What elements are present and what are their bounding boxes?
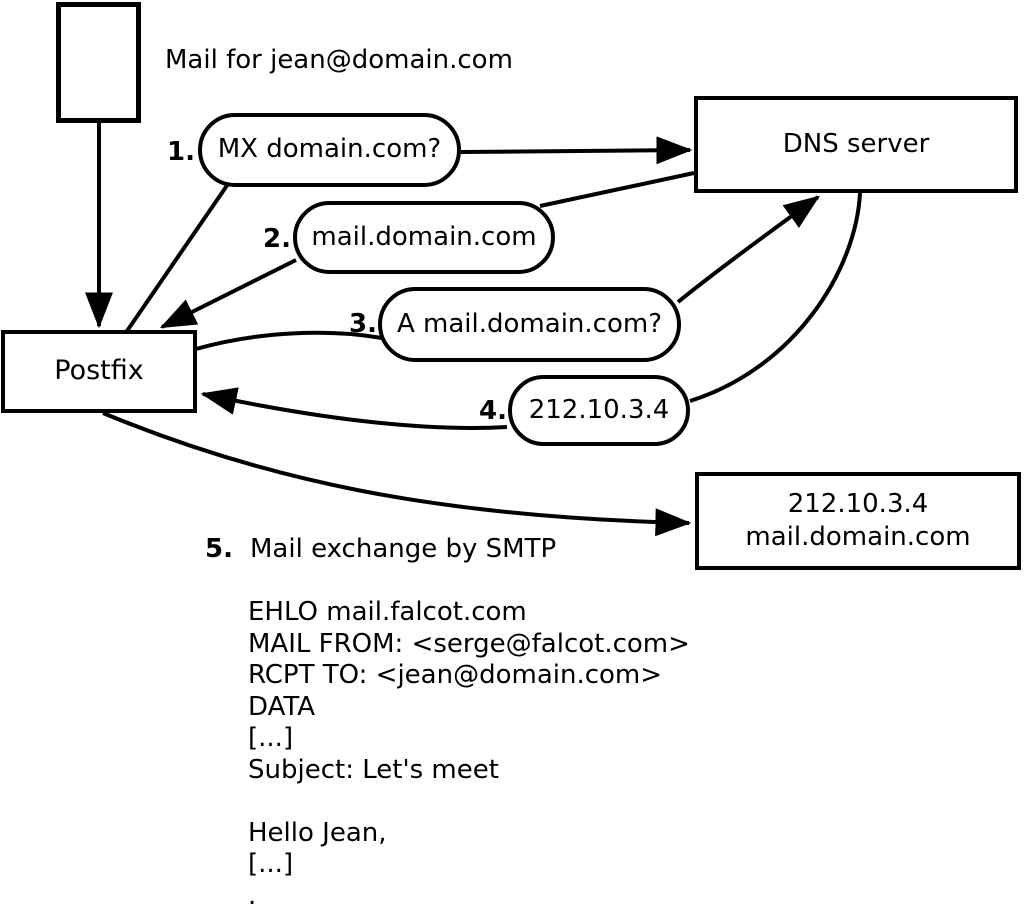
query-a-record-pill: A mail.domain.com? [378,287,681,362]
arrow-response2-to-postfix [159,258,297,329]
line-dns-to-response4 [689,192,862,403]
mail-server-ip: 212.10.3.4 [787,489,929,519]
arrow-postfix-to-mail-server [102,411,692,537]
query-mx-label: MX domain.com? [217,134,442,165]
mail-message-node [56,2,141,123]
line-dns-to-response2 [539,171,695,208]
mail-server-hostname: mail.domain.com [745,522,971,552]
query-a-record-label: A mail.domain.com? [397,308,662,339]
response-mx-pill: mail.domain.com [293,201,555,274]
dns-server-node: DNS server [694,96,1018,193]
arrow-query1-to-dns [460,136,693,165]
query-mx-pill: MX domain.com? [198,113,461,187]
step-3-number: 3. [349,309,377,339]
step-5-label: Mail exchange by SMTP [250,534,557,564]
smtp-line-subject: Subject: Let's meet [248,754,499,785]
mail-server-node: 212.10.3.4 mail.domain.com [695,472,1021,570]
smtp-line-ellipsis-1: [...] [248,723,294,753]
diagram-title: Mail for jean@domain.com [165,45,513,75]
smtp-session-transcript: EHLO mail.falcot.com MAIL FROM: <serge@f… [248,597,690,912]
step-5-number: 5. [205,534,233,564]
arrow-response4-to-postfix [200,387,508,430]
smtp-line-mail-from: MAIL FROM: <serge@falcot.com> [248,628,690,659]
postfix-node: Postfix [1,330,197,413]
response-ip-label: 212.10.3.4 [528,394,670,425]
smtp-line-ellipsis-2: [...] [248,849,294,879]
smtp-line-blank [248,786,690,818]
smtp-line-greeting: Hello Jean, [248,817,387,848]
dns-server-label: DNS server [782,128,930,159]
postfix-label: Postfix [54,355,144,387]
response-mx-label: mail.domain.com [311,221,537,252]
step-1-number: 1. [167,137,195,167]
step-2-number: 2. [263,224,291,254]
smtp-line-rcpt-to: RCPT TO: <jean@domain.com> [248,660,663,690]
line-postfix-to-query3 [195,330,383,351]
step-4-number: 4. [479,396,507,426]
smtp-line-ehlo: EHLO mail.falcot.com [248,597,527,627]
line-postfix-to-query1 [125,182,230,333]
smtp-line-data: DATA [248,691,315,722]
arrow-query3-to-dns [676,195,820,304]
response-ip-pill: 212.10.3.4 [508,375,690,446]
smtp-line-terminator: . [248,880,257,911]
